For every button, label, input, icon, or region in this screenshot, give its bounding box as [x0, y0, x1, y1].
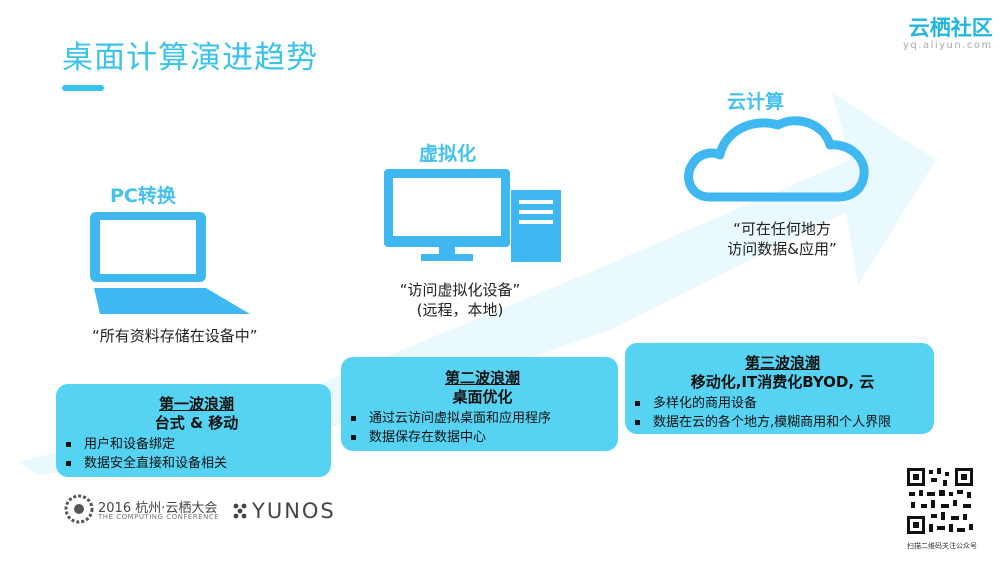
stage-quote-virtualization: “访问虚拟化设备” (远程，本地): [385, 280, 535, 320]
brand-url: yq.aliyun.com: [903, 40, 993, 51]
page-title: 桌面计算演进趋势: [62, 40, 318, 76]
bullet-icon: [635, 401, 640, 406]
wave-list: 通过云访问虚拟桌面和应用程序 数据保存在数据中心: [347, 409, 618, 447]
cloud-icon: [684, 116, 869, 202]
list-item-text: 用户和设备绑定: [84, 437, 176, 452]
yunos-logo-icon: [233, 503, 247, 519]
qr-caption: 扫描二维码关注公众号: [907, 542, 977, 550]
title-underline: [62, 85, 104, 91]
wave-subtitle: 桌面优化: [452, 388, 513, 406]
stage-quote-virtualization-line1: “访问虚拟化设备”: [399, 281, 521, 299]
wave-box-2: 第二波浪潮 桌面优化 通过云访问虚拟桌面和应用程序 数据保存在数据中心: [341, 357, 618, 451]
list-item: 数据安全直接和设备相关: [62, 454, 331, 473]
wave-box-3: 第三波浪潮 移动化,IT消费化BYOD, 云 多样化的商用设备 数据在云的各个地…: [625, 343, 934, 434]
bullet-icon: [635, 420, 640, 425]
wave-title: 第二波浪潮: [444, 369, 520, 387]
wave-box-1: 第一波浪潮 台式 & 移动 用户和设备绑定 数据安全直接和设备相关: [56, 384, 331, 477]
list-item-text: 多样化的商用设备: [653, 396, 758, 411]
stage-quote-cloud: “可在任何地方 访问数据&应用”: [712, 219, 852, 259]
wave-subtitle: 移动化,IT消费化BYOD, 云: [690, 373, 875, 391]
wave-subtitle: 台式 & 移动: [154, 414, 239, 432]
list-item: 多样化的商用设备: [631, 394, 934, 413]
wave-list: 用户和设备绑定 数据安全直接和设备相关: [62, 435, 331, 473]
desktop-computer-icon: [384, 169, 561, 262]
brand-logo: 云栖社区 yq.aliyun.com: [903, 16, 993, 51]
list-item-text: 通过云访问虚拟桌面和应用程序: [369, 411, 552, 426]
stage-quote-cloud-line1: “可在任何地方: [733, 220, 831, 238]
list-item: 数据在云的各个地方,模糊商用和个人界限: [631, 413, 934, 432]
list-item-text: 数据在云的各个地方,模糊商用和个人界限: [653, 415, 892, 430]
qr-code-icon: [905, 466, 975, 536]
list-item-text: 数据安全直接和设备相关: [84, 456, 228, 471]
bullet-icon: [351, 435, 356, 440]
list-item-text: 数据保存在数据中心: [369, 430, 487, 445]
stage-label-virtualization: 虚拟化: [419, 143, 477, 165]
wave-title: 第一波浪潮: [158, 395, 234, 413]
stage-quote-pc: “所有资料存储在设备中”: [92, 327, 258, 345]
stage-quote-cloud-line2: 访问数据&应用”: [727, 240, 837, 258]
stage-label-cloud: 云计算: [727, 91, 785, 113]
laptop-icon: [90, 212, 250, 314]
stage-quote-virtualization-line2: (远程，本地): [416, 301, 504, 319]
wave-list: 多样化的商用设备 数据在云的各个地方,模糊商用和个人界限: [631, 394, 934, 432]
bullet-icon: [351, 416, 356, 421]
conference-name: 2016 杭州·云栖大会: [98, 501, 218, 516]
stage-label-pc: PC转换: [110, 185, 176, 207]
list-item: 用户和设备绑定: [62, 435, 331, 454]
bullet-icon: [66, 461, 71, 466]
list-item: 通过云访问虚拟桌面和应用程序: [347, 409, 618, 428]
brand-name: 云栖社区: [908, 16, 993, 40]
bullet-icon: [66, 442, 71, 447]
yunos-logo-text: YUNOS: [252, 499, 336, 523]
list-item: 数据保存在数据中心: [347, 428, 618, 447]
conference-logo-icon: [64, 494, 94, 524]
wave-title: 第三波浪潮: [744, 354, 820, 372]
conference-subtitle: THE COMPUTING CONFERENCE: [98, 513, 220, 521]
